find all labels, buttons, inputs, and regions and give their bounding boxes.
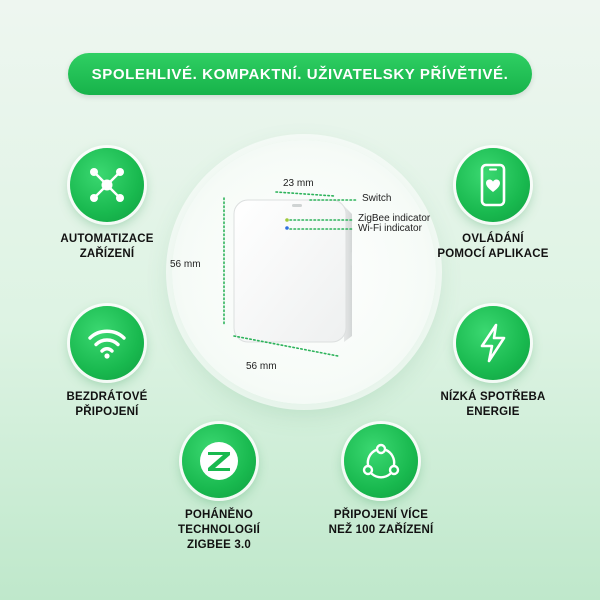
- zigbee-indicator-callout: ZigBee indicator: [358, 213, 431, 224]
- multi-connect-label-line2: NEŽ 100 ZAŘÍZENÍ: [328, 524, 434, 536]
- depth-dimension: 23 mm: [283, 178, 314, 189]
- multi-connect-label-line1: PŘIPOJENÍ VÍCE: [333, 509, 429, 521]
- headline-banner: SPOLEHLIVÉ. KOMPAKTNÍ. UŽIVATELSKY PŘÍVĚ…: [68, 53, 532, 95]
- zigbee-led: [285, 218, 289, 222]
- phone-heart-icon: [480, 163, 506, 207]
- width-dimension: 56 mm: [246, 361, 277, 372]
- gateway-device-image: [233, 199, 352, 343]
- wireless-label-line1: BEZDRÁTOVÉ: [66, 391, 148, 403]
- automation-label-line2: ZAŘÍZENÍ: [79, 248, 135, 260]
- automation-label-line1: AUTOMATIZACE: [60, 233, 154, 245]
- lightning-icon: [480, 323, 506, 363]
- zigbee-logo-icon: [200, 442, 238, 480]
- multi-connect-icon-badge: [344, 424, 418, 498]
- switch-callout: Switch: [362, 193, 392, 204]
- wifi-indicator-callout: Wi-Fi indicator: [358, 223, 422, 234]
- wifi-led: [285, 226, 289, 230]
- zigbee-label-line1: POHÁNĚNO: [184, 509, 254, 521]
- zigbee-label-line2: TECHNOLOGIÍ: [177, 524, 261, 536]
- cycle-share-icon: [362, 443, 400, 479]
- app-control-label-line1: OVLÁDÁNÍ: [462, 233, 524, 245]
- automation-icon-badge: [70, 148, 144, 222]
- feature-automation: AUTOMATIZACE ZAŘÍZENÍ: [32, 148, 182, 262]
- zigbee-icon-badge: [182, 424, 256, 498]
- network-nodes-icon: [90, 168, 124, 202]
- app-control-icon-badge: [456, 148, 530, 222]
- low-power-icon-badge: [456, 306, 530, 380]
- headline-text: SPOLEHLIVÉ. KOMPAKTNÍ. UŽIVATELSKY PŘÍVĚ…: [91, 65, 509, 83]
- zigbee-label-line3: ZIGBEE 3.0: [187, 539, 251, 551]
- feature-low-power: NÍZKÁ SPOTŘEBA ENERGIE: [418, 306, 568, 420]
- wireless-label-line2: PŘIPOJENÍ: [75, 406, 139, 418]
- feature-multi-connect: PŘIPOJENÍ VÍCE NEŽ 100 ZAŘÍZENÍ: [306, 424, 456, 538]
- wireless-icon-badge: [70, 306, 144, 380]
- wifi-icon: [88, 329, 126, 359]
- feature-zigbee: POHÁNĚNO TECHNOLOGIÍ ZIGBEE 3.0: [144, 424, 294, 553]
- height-dimension: 56 mm: [170, 259, 201, 270]
- feature-app-control: OVLÁDÁNÍ POMOCÍ APLIKACE: [418, 148, 568, 262]
- low-power-label-line2: ENERGIE: [466, 406, 520, 418]
- feature-wireless: BEZDRÁTOVÉ PŘIPOJENÍ: [32, 306, 182, 420]
- low-power-label-line1: NÍZKÁ SPOTŘEBA: [440, 391, 546, 403]
- app-control-label-line2: POMOCÍ APLIKACE: [437, 248, 549, 260]
